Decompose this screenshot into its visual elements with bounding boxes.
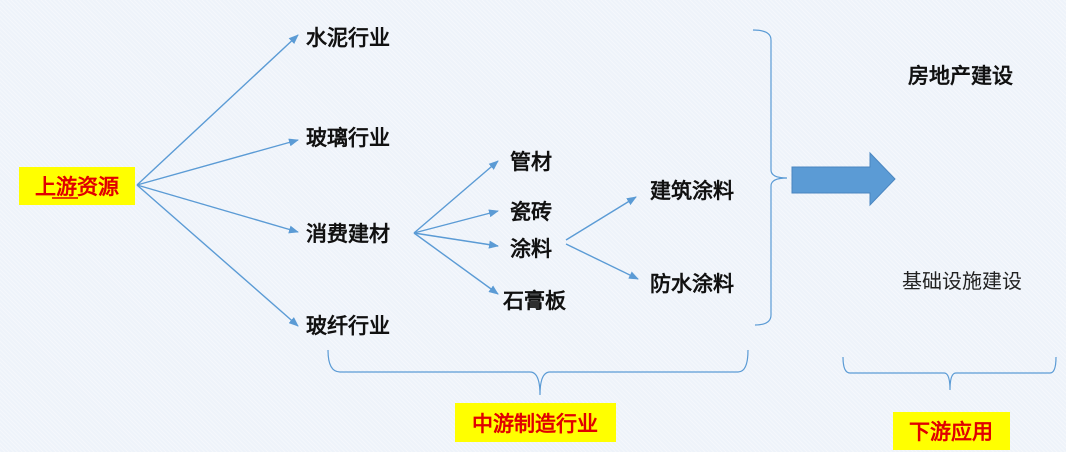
node-gypsum: 石膏板 [502,288,567,313]
arrow-to-gypsum [413,232,499,295]
node-pipes: 管材 [510,149,552,174]
node-cement: 水泥行业 [306,25,390,50]
node-infrastructure: 基础设施建设 [902,269,1022,293]
node-waterproof-coatings: 防水涂料 [650,271,734,296]
midstream-right-brace [752,29,788,326]
downstream-label: 下游应用 [909,419,993,444]
node-real-estate: 房地产建设 [908,63,1013,88]
arrow-to-tiles [413,209,499,234]
arrow-to-coatings [413,232,499,249]
arrow-to-glass [136,138,299,186]
node-architectural-coatings: 建筑涂料 [650,178,734,203]
arrow-to-fiberglass [136,184,299,327]
upstream-node: 上游资源 [19,167,135,205]
midstream-label: 中游制造行业 [472,411,598,436]
node-coatings: 涂料 [510,236,552,261]
downstream-node: 下游应用 [893,412,1010,450]
midstream-node: 中游制造行业 [455,403,616,442]
arrow-to-consumer-materials [136,184,299,234]
flow-arrow-icon [791,151,896,207]
arrow-to-pipes [413,160,499,234]
node-consumer-materials: 消费建材 [306,221,390,246]
arrow-to-cement [136,34,299,186]
node-glass: 玻璃行业 [306,125,390,150]
arrow-to-architectural-coatings [565,196,637,241]
arrow-to-waterproof-coatings [565,243,639,280]
downstream-brace [842,356,1057,391]
midstream-bottom-brace [327,349,749,396]
node-fiberglass: 玻纤行业 [306,313,390,338]
upstream-label: 上游资源 [35,174,119,199]
node-tiles: 瓷砖 [510,199,552,224]
